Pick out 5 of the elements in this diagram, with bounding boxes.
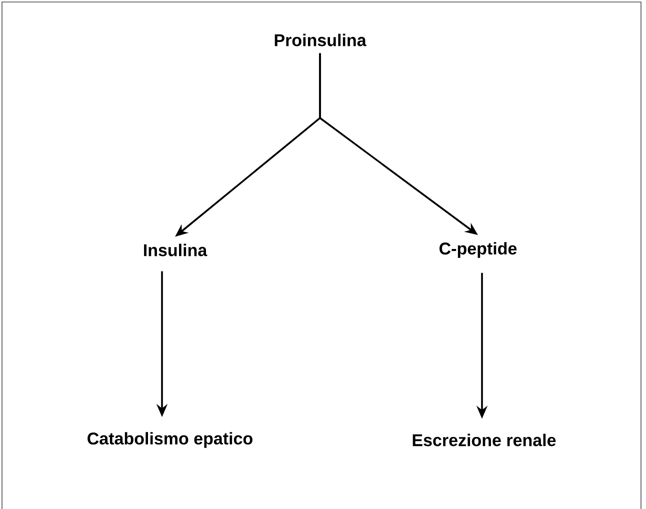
- node-label: C-peptide: [440, 242, 517, 258]
- node-label: Insulina: [144, 244, 208, 256]
- node-label: Catabolismo epatico: [88, 432, 252, 448]
- node-label: Proinsulina: [274, 34, 366, 46]
- node-label: Escrezione renale: [412, 434, 556, 446]
